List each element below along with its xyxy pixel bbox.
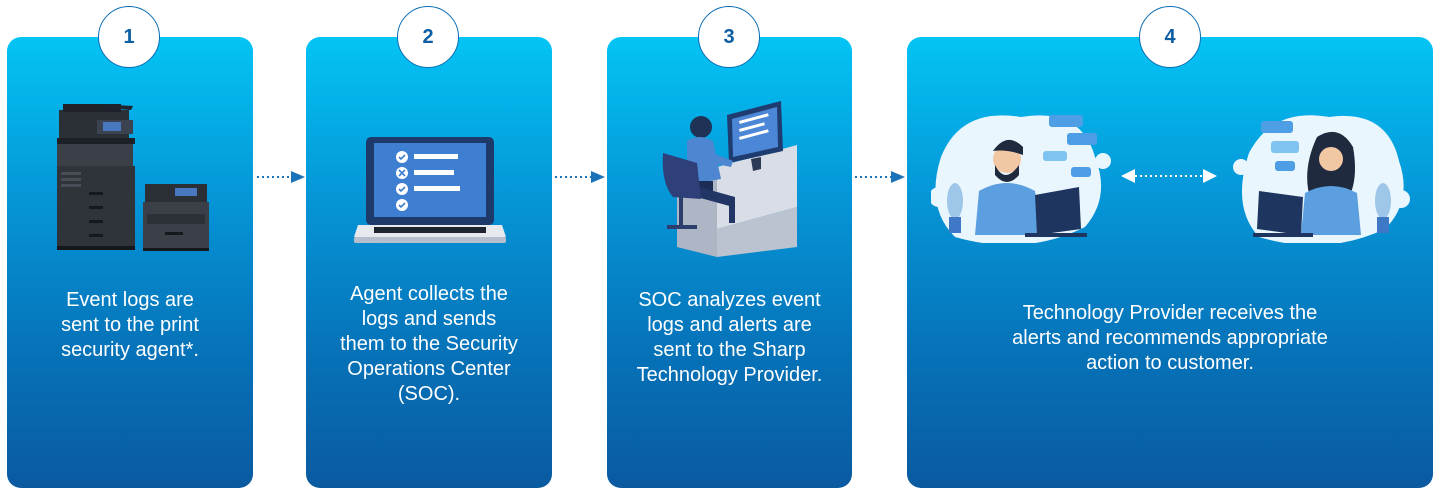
customer-icon (1233, 115, 1410, 243)
arrow-3-4 (855, 171, 905, 183)
soc-analyst-icon (662, 101, 797, 257)
technician-icon (931, 115, 1111, 243)
step-text-4: Technology Provider receives the alerts … (1012, 302, 1328, 374)
step-text-2: Agent collects the logs and sends them t… (340, 283, 518, 405)
arrow-2-3 (555, 171, 605, 183)
step-text-1: Event logs are sent to the print securit… (61, 289, 199, 361)
step-card-4: Technology Provider receives the alerts … (907, 37, 1433, 488)
step-card-1: Event logs are sent to the print securit… (7, 37, 253, 488)
bidirectional-arrow (1121, 169, 1217, 183)
step-card-2: Agent collects the logs and sends them t… (306, 37, 552, 488)
step-card-3: SOC analyzes event logs and alerts are s… (607, 37, 852, 488)
step-number-4: 4 (1139, 6, 1201, 68)
printer-icon (57, 104, 209, 251)
step-number-3: 3 (698, 6, 760, 68)
step-text-3: SOC analyzes event logs and alerts are s… (636, 289, 823, 386)
arrow-1-2 (257, 171, 305, 183)
laptop-checklist-icon (354, 137, 506, 243)
step-number-1: 1 (98, 6, 160, 68)
step-number-2: 2 (397, 6, 459, 68)
